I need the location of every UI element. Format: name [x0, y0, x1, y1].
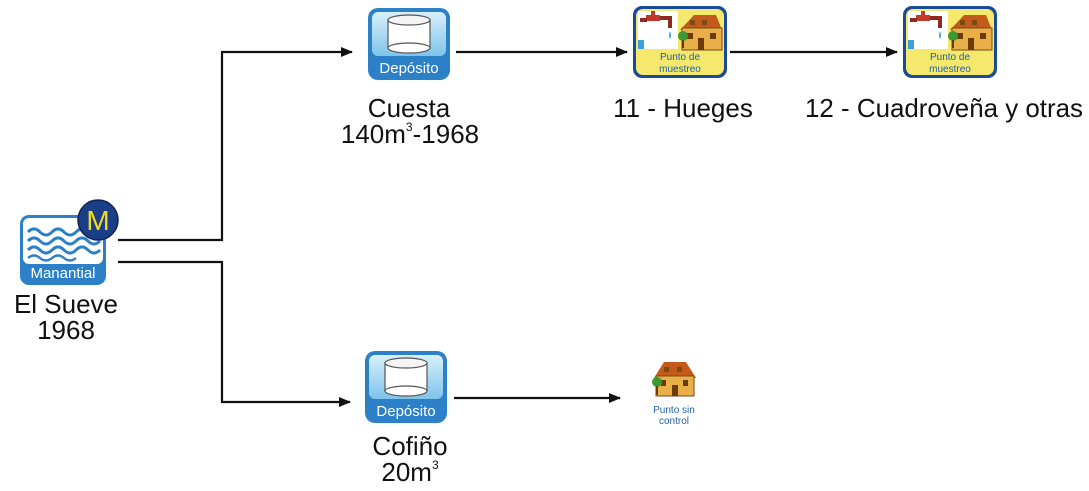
capacity-value: 140m [341, 119, 406, 149]
tank-capacity: 140m3-1968 [341, 119, 479, 149]
spring-year: 1968 [37, 315, 95, 345]
tank-capacity: 20m3 [381, 457, 439, 487]
house-icon [652, 362, 696, 397]
capacity-exponent: 3 [406, 120, 413, 134]
capacity-exponent: 3 [432, 458, 439, 472]
capacity-value: 20m [381, 457, 432, 487]
sampling-point-node-cuadrovena[interactable]: Punto de muestreo 12 - Cuadroveña y otra… [805, 6, 1083, 123]
tank-name: Cofiño [372, 431, 447, 461]
tank-node-cofino[interactable]: Depósito Cofiño 20m3 [365, 351, 448, 487]
spring-icon-label: Manantial [30, 265, 95, 282]
tank-icon [365, 351, 447, 423]
sampling-point-node-hueges[interactable]: Punto de muestreo 11 - Hueges [613, 6, 753, 123]
sampling-point-name: 11 - Hueges [613, 93, 753, 123]
uncontrolled-point-node[interactable]: Punto sin control [652, 362, 696, 427]
connector-source-to-cofino [118, 260, 351, 407]
sampling-icon-label-line2: muestreo [929, 64, 971, 75]
tank-icon [368, 8, 450, 80]
tank-name: Cuesta [368, 93, 451, 123]
sampling-icon-label-line2: muestreo [659, 64, 701, 75]
sampling-icon-label-line1: Punto de [930, 52, 970, 63]
sampling-point-icon [633, 6, 727, 78]
badge-letter: M [86, 205, 109, 236]
uncontrolled-label-line1: Punto sin [653, 405, 695, 416]
spring-node[interactable]: Manantial M El Sueve 1968 [14, 199, 119, 345]
sampling-point-icon [903, 6, 997, 78]
spring-name: El Sueve [14, 289, 118, 319]
connector-source-to-cuesta [118, 47, 353, 242]
managed-badge: M [77, 199, 119, 241]
uncontrolled-label-line2: control [659, 416, 689, 427]
sampling-icon-label-line1: Punto de [660, 52, 700, 63]
sampling-point-name: 12 - Cuadroveña y otras [805, 93, 1083, 123]
tank-icon-label: Depósito [376, 403, 435, 420]
tank-node-cuesta[interactable]: Depósito Cuesta 140m3-1968 [341, 8, 479, 149]
capacity-year: -1968 [413, 119, 480, 149]
tank-icon-label: Depósito [379, 60, 438, 77]
